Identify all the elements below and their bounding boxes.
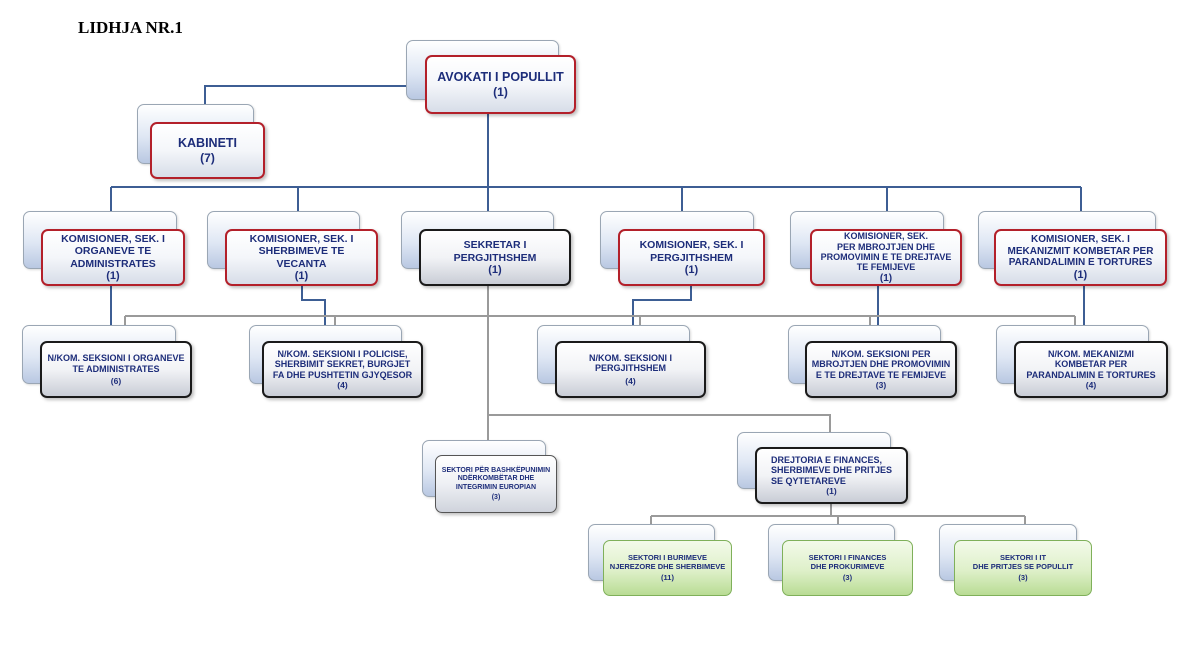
box-label: N/KOM. SEKSIONI PER MBROJTJEN DHE PROMOV… (811, 348, 951, 380)
box-label: DREJTORIA E FINANCES, SHERBIMEVE DHE PRI… (770, 454, 893, 486)
box-count: (3) (1018, 573, 1028, 583)
box-label: SEKTORI PËR BASHKËPUNIMIN NDËRKOMBËTAR D… (441, 467, 551, 491)
box-komisioner-sherbimeve: KOMISIONER, SEK. I SHERBIMEVE TE VECANTA… (225, 229, 378, 286)
box-sektori-finances: SEKTORI I FINANCES DHE PROKURIMEVE (3) (782, 540, 913, 596)
box-label: N/KOM. MEKANIZMI KOMBETAR PER PARANDALIM… (1026, 348, 1156, 380)
box-label: KOMISIONER, SEK. I ORGANEVE TE ADMINISTR… (61, 233, 165, 270)
box-komisioner-organeve: KOMISIONER, SEK. I ORGANEVE TE ADMINISTR… (41, 229, 185, 286)
box-label: N/KOM. SEKSIONI I PERGJITHSHEM (588, 352, 672, 373)
box-label: SEKTORI I FINANCES DHE PROKURIMEVE (808, 552, 887, 571)
box-label: SEKRETAR I PERGJITHSHEM (453, 239, 537, 264)
box-komisioner-pergjithshem: KOMISIONER, SEK. I PERGJITHSHEM (1) (618, 229, 765, 286)
box-count: (7) (200, 150, 215, 165)
box-label: SEKTORI I IT DHE PRITJES SE POPULLIT (972, 552, 1074, 571)
box-nkom-tortures: N/KOM. MEKANIZMI KOMBETAR PER PARANDALIM… (1014, 341, 1168, 398)
line-kom2-nk2 (301, 286, 326, 341)
box-komisioner-tortures: KOMISIONER, SEK. I MEKANIZMIT KOMBETAR P… (994, 229, 1167, 286)
box-nkom-femijeve: N/KOM. SEKSIONI PER MBROJTJEN DHE PROMOV… (805, 341, 957, 398)
box-label: KOMISIONER, SEK. I PERGJITHSHEM (639, 239, 744, 264)
box-label: KOMISIONER, SEK. I SHERBIMEVE TE VECANTA (249, 233, 354, 270)
box-nkom-organeve: N/KOM. SEKSIONI I ORGANEVE TE ADMINISTRA… (40, 341, 192, 398)
box-sektori-bashkepunimit: SEKTORI PËR BASHKËPUNIMIN NDËRKOMBËTAR D… (435, 455, 557, 513)
box-count: (6) (110, 375, 122, 386)
box-nkom-pergjithshem: N/KOM. SEKSIONI I PERGJITHSHEM (4) (555, 341, 706, 398)
page-title: LIDHJA NR.1 (78, 18, 183, 37)
box-kabineti: KABINETI (7) (150, 122, 265, 179)
box-count: (3) (842, 573, 853, 583)
box-avokati-i-popullit: AVOKATI I POPULLIT (1) (425, 55, 576, 114)
box-komisioner-femijeve: KOMISIONER, SEK. PER MBROJTJEN DHE PROMO… (810, 229, 962, 286)
line-kom3-nk3 (632, 286, 692, 341)
box-count: (1) (488, 263, 502, 276)
box-label: N/KOM. SEKSIONI I POLICISE, SHERBIMIT SE… (272, 348, 413, 380)
box-label: KABINETI (177, 136, 238, 151)
box-count: (1) (106, 269, 120, 282)
box-count: (1) (684, 263, 699, 276)
box-count: (1) (879, 272, 893, 284)
box-count: (1) (294, 269, 309, 282)
box-count: (4) (337, 380, 348, 391)
box-sektori-burimeve: SEKTORI I BURIMEVE NJEREZORE DHE SHERBIM… (603, 540, 732, 596)
box-label: SEKTORI I BURIMEVE NJEREZORE DHE SHERBIM… (609, 552, 726, 571)
line-sekretar-branch (487, 414, 831, 432)
box-count: (1) (826, 486, 837, 497)
box-sektori-it: SEKTORI I IT DHE PRITJES SE POPULLIT (3) (954, 540, 1092, 596)
box-count: (1) (493, 84, 508, 99)
box-count: (4) (625, 376, 636, 387)
box-count: (3) (875, 380, 887, 391)
box-label: KOMISIONER, SEK. I MEKANIZMIT KOMBETAR P… (1007, 234, 1154, 269)
box-count: (11) (661, 573, 674, 583)
box-sekretar-pergjithshem: SEKRETAR I PERGJITHSHEM (1) (419, 229, 571, 286)
box-nkom-policise: N/KOM. SEKSIONI I POLICISE, SHERBIMIT SE… (262, 341, 423, 398)
box-drejtoria-finances: DREJTORIA E FINANCES, SHERBIMEVE DHE PRI… (755, 447, 908, 504)
box-label: AVOKATI I POPULLIT (437, 70, 564, 85)
box-count: (1) (1073, 268, 1088, 281)
box-label: KOMISIONER, SEK. PER MBROJTJEN DHE PROMO… (820, 231, 952, 273)
box-count: (3) (491, 493, 501, 501)
box-label: N/KOM. SEKSIONI I ORGANEVE TE ADMINISTRA… (47, 353, 185, 374)
box-count: (4) (1085, 380, 1097, 391)
